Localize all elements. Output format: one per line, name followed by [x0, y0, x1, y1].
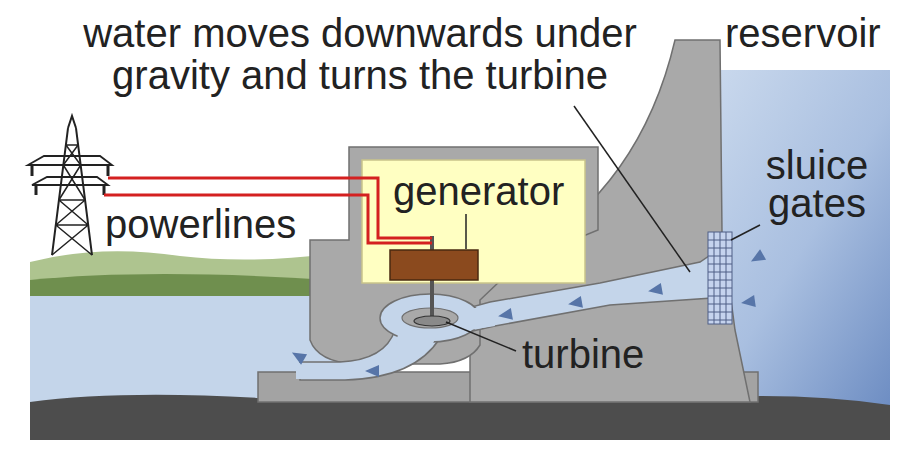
turbine-label: turbine	[522, 333, 692, 375]
reservoir-label: reservoir	[725, 12, 905, 54]
label-holder: sluice gates	[752, 146, 882, 222]
turbine-runner	[414, 316, 450, 326]
label-holder: reservoir	[725, 12, 905, 54]
leader-line	[465, 214, 467, 249]
flow-arrow	[365, 365, 379, 377]
sluice-gate	[708, 232, 732, 324]
pylon	[28, 116, 112, 255]
leader-line	[574, 106, 690, 272]
flow-arrow	[289, 347, 307, 364]
flow-arrow	[567, 296, 583, 310]
label-holder: water moves downwards under gravity and …	[60, 12, 660, 96]
flow-arrows	[289, 249, 766, 377]
outlet-mouth	[296, 363, 310, 379]
insulators	[32, 165, 108, 195]
flow-arrow	[497, 308, 513, 322]
sluice-gates-label: sluice gates	[752, 146, 882, 222]
flow-arrow	[647, 283, 663, 297]
caption-callout: water moves downwards under gravity and …	[60, 12, 660, 96]
penstock	[468, 254, 712, 332]
sluice-gate-grid	[708, 232, 732, 324]
outlet-join	[396, 334, 438, 345]
pylon-lattice	[52, 145, 92, 255]
leader-line	[446, 322, 516, 351]
powerhouse	[310, 147, 598, 364]
gate-bars	[708, 232, 732, 324]
node-title: generator	[393, 170, 564, 212]
label-holder: turbine	[522, 333, 692, 375]
generator-room	[362, 160, 585, 283]
pylon-arms	[28, 156, 112, 185]
outlet	[300, 330, 440, 380]
label-holder: powerlines	[105, 203, 335, 245]
powerlines-label: powerlines	[105, 203, 335, 245]
flow-arrow	[748, 249, 766, 266]
generator-body	[390, 250, 478, 280]
generator-room-box: generator	[362, 160, 585, 283]
leader-line	[731, 225, 760, 240]
penstock-join	[470, 305, 495, 330]
flow-arrow	[740, 295, 756, 309]
hill-shade	[30, 274, 330, 296]
leader-lines	[446, 106, 760, 351]
